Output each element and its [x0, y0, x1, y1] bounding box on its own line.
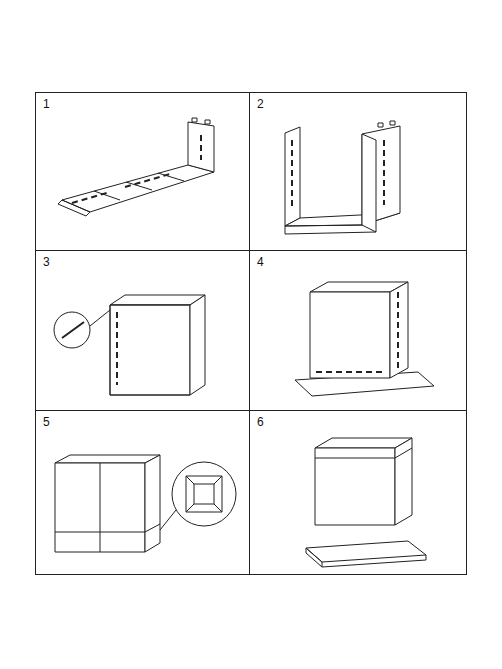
step-panel: 5 [35, 410, 250, 575]
step-6-drawing [306, 438, 426, 567]
step-number: 5 [43, 416, 50, 429]
step-number: 4 [257, 256, 264, 269]
step-4-drawing [295, 282, 434, 396]
step-5-drawing [55, 455, 236, 552]
step-number: 3 [43, 256, 50, 269]
step-number: 1 [43, 98, 50, 111]
step-panel: 2 [249, 92, 467, 251]
step-panel: 6 [249, 410, 467, 575]
step-number: 2 [257, 98, 264, 111]
step-number: 6 [257, 416, 264, 429]
step-3-drawing [54, 295, 205, 395]
step-2-drawing [285, 121, 400, 234]
step-1-drawing [58, 118, 214, 216]
step-panel: 3 [35, 250, 250, 411]
step-panel: 4 [249, 250, 467, 411]
step-panel: 1 [35, 92, 250, 251]
